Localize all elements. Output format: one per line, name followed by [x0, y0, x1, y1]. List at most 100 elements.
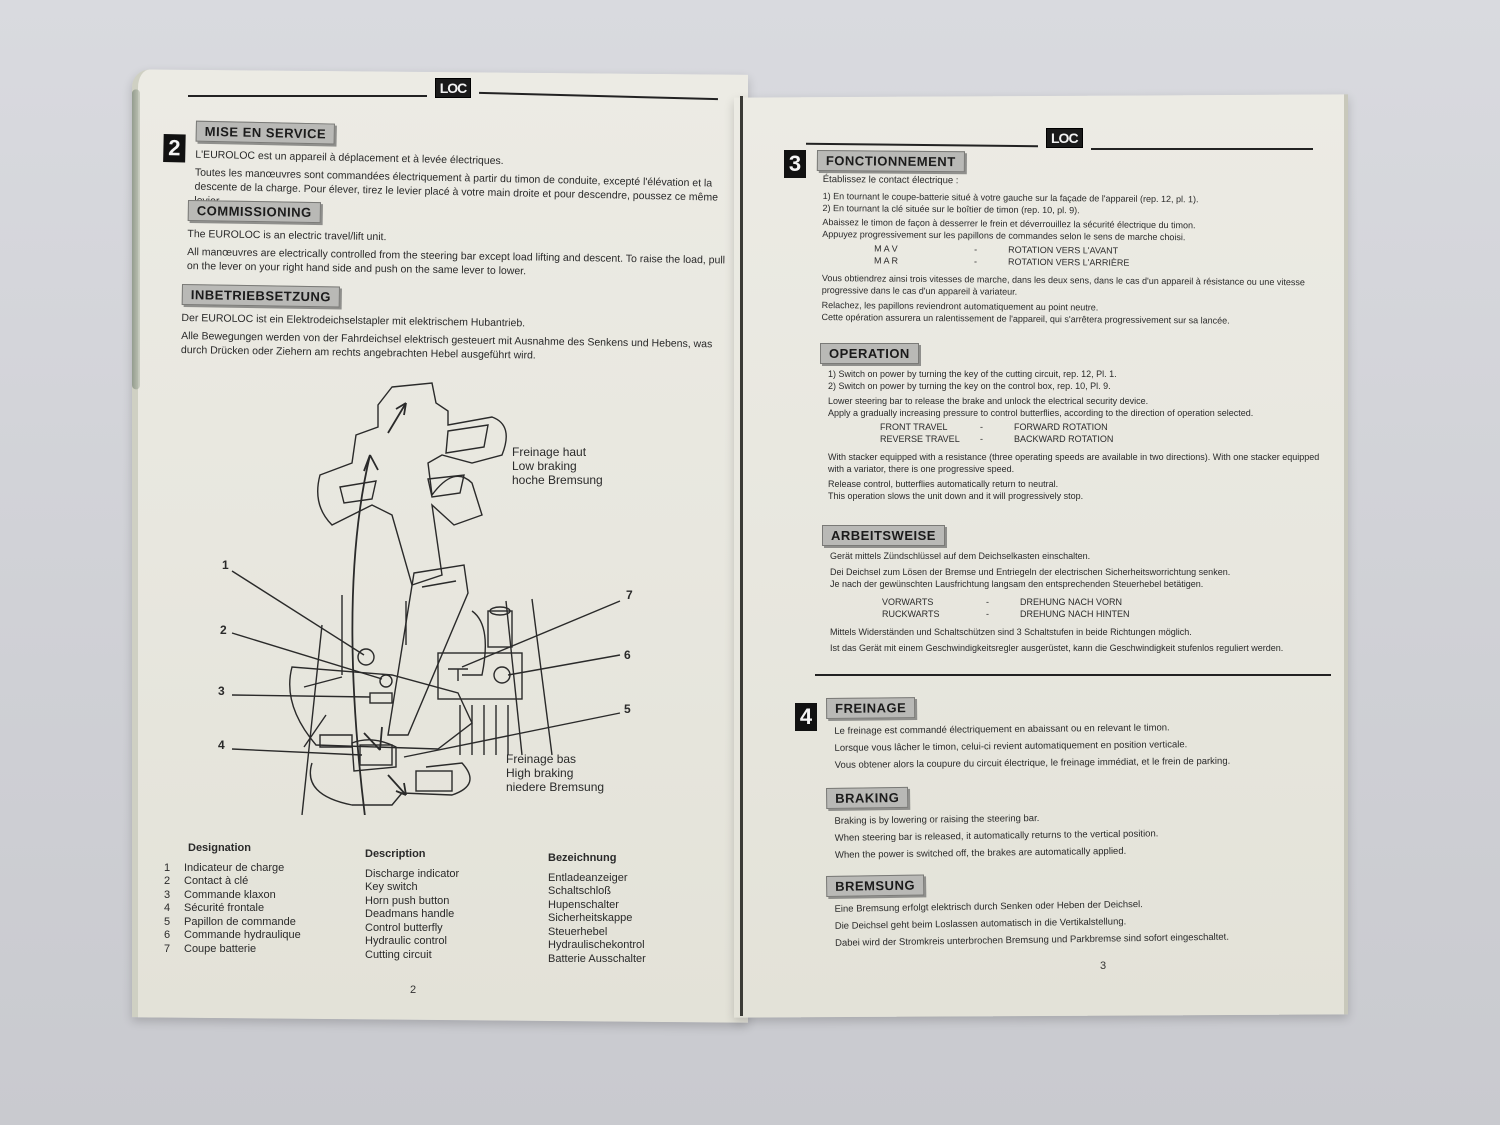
paragraph: Vous obtiendrez ainsi trois vitesses de …	[821, 273, 1305, 297]
label-line: High braking	[506, 766, 574, 780]
section-title: BRAKING	[826, 786, 909, 809]
callout-7: 7	[626, 588, 633, 602]
callout-6: 6	[624, 648, 631, 662]
paragraph-group: With stacker equipped with a resistance …	[828, 451, 1330, 502]
loc-logo: LOC	[434, 78, 472, 98]
direction-table: VORWARTS-DREHUNG NACH VORN RUCKWARTS-DRE…	[882, 596, 1332, 620]
header-rule	[805, 142, 1039, 148]
high-braking-label: Freinage bas High braking niedere Bremsu…	[506, 752, 604, 794]
section-number-badge: 2	[163, 133, 186, 163]
low-braking-label: Freinage haut Low braking hoche Bremsung	[512, 445, 603, 487]
section-number-badge: 4	[795, 703, 817, 731]
step-list: 1) En tournant le coupe-batterie situé à…	[822, 190, 1326, 218]
direction-table: M A V-ROTATION VERS L'AVANT M A R-ROTATI…	[874, 243, 1326, 271]
paragraph-group: Mittels Widerständen und Schaltschützen …	[830, 626, 1332, 654]
paragraph: With stacker equipped with a resistance …	[828, 452, 1320, 474]
paragraph: Gerät mittels Zündschlüssel auf dem Deic…	[830, 551, 1091, 561]
label-line: hoche Bremsung	[512, 473, 603, 487]
legend-cell: Discharge indicator	[365, 867, 460, 880]
legend-cell: Sicherheitskappe	[548, 912, 633, 924]
table-row: RUCKWARTS-DREHUNG NACH HINTEN	[882, 609, 1130, 619]
paragraph: Apply a gradually increasing pressure to…	[828, 408, 1254, 418]
section-title: OPERATION	[820, 343, 919, 364]
label-line: niedere Bremsung	[506, 780, 605, 794]
section-bremsung: BREMSUNG Eine Bremsung erfolgt elektrisc…	[826, 868, 1327, 952]
paragraph-group: Eine Bremsung erfolgt elektrisch durch S…	[834, 893, 1327, 952]
paragraph-group: Braking is by lowering or raising the st…	[834, 806, 1327, 864]
legend-cell: Key switch	[365, 881, 418, 893]
section-title: MISE EN SERVICE	[195, 120, 336, 145]
callout-5: 5	[624, 702, 631, 716]
section-divider	[815, 674, 1331, 676]
paragraph-group: Gerät mittels Zündschlüssel auf dem Deic…	[830, 550, 1332, 590]
paragraph-group: Vous obtiendrez ainsi trois vitesses de …	[821, 272, 1325, 327]
table-row: REVERSE TRAVEL-BACKWARD ROTATION	[880, 434, 1114, 444]
paragraph-group: Le freinage est commandé électriquement …	[834, 718, 1327, 774]
section-title: FREINAGE	[826, 697, 916, 719]
label-line: Freinage bas	[506, 752, 577, 766]
section-title: ARBEITSWEISE	[822, 525, 945, 546]
section-number-badge: 3	[784, 150, 806, 178]
legend-cell: Hydraulischekontrol	[548, 939, 645, 951]
stacker-control-diagram: 1 2 3 4 5 6 7 Freinage haut Low braking …	[192, 375, 662, 896]
paragraph: Lower steering bar to release the brake …	[828, 396, 1149, 406]
table-row: M A R-ROTATION VERS L'ARRIÈRE	[873, 255, 1130, 268]
legend-cell: Cutting circuit	[365, 948, 432, 961]
legend-cell: Schaltschloß	[548, 885, 611, 897]
stacker-illustration	[231, 382, 621, 896]
paragraph: Je nach der gewünschten Lausfrichtung la…	[830, 579, 1204, 589]
legend-cell: Steuerhebel	[548, 925, 608, 938]
legend-cell: Horn push button	[365, 894, 450, 907]
label-line: Freinage haut	[512, 445, 587, 459]
paragraph: Ist das Gerät mit einem Geschwindigkeits…	[830, 643, 1284, 653]
legend-header: Description	[365, 848, 426, 860]
legend-bezeichnung: Bezeichnung Entladeanzeiger Schaltschloß…	[548, 852, 646, 966]
section-arbeitsweise: ARBEITSWEISE Gerät mittels Zündschlüssel…	[822, 525, 1332, 654]
legend-cell: Control butterfly	[365, 921, 443, 934]
step: 1) Switch on power by turning the key of…	[828, 369, 1117, 379]
booklet-spine	[740, 96, 743, 1016]
paragraph: This operation slows the unit down and i…	[828, 491, 1084, 501]
paragraph: Release control, butterflies automatical…	[828, 479, 1059, 489]
section-operation: OPERATION 1) Switch on power by turning …	[820, 343, 1330, 502]
callout-4: 4	[218, 738, 225, 752]
legend-cell: Hupenschalter	[548, 898, 619, 911]
section-title: COMMISSIONING	[187, 200, 321, 224]
section-freinage: FREINAGE Le freinage est commandé électr…	[826, 693, 1327, 774]
legend-header: Bezeichnung	[548, 852, 617, 864]
step: 2) Switch on power by turning the key on…	[828, 381, 1111, 391]
callout-3: 3	[218, 684, 225, 698]
paragraph-group: Abaissez le timon de façon à desserrer l…	[822, 216, 1326, 244]
header-rule	[1090, 148, 1313, 150]
table-row: VORWARTS-DREHUNG NACH VORN	[882, 597, 1123, 607]
callout-1: 1	[222, 558, 229, 572]
section-commissioning: COMMISSIONING The EUROLOC is an electric…	[187, 200, 728, 285]
loc-logo: LOC	[1046, 128, 1083, 148]
step-list: 1) Switch on power by turning the key of…	[828, 368, 1330, 419]
paragraph: Mittels Widerständen und Schaltschützen …	[830, 627, 1192, 637]
section-inbetriebsetzung: INBETRIEBSETZUNG Der EUROLOC ist ein Ele…	[181, 284, 728, 370]
table-row: FRONT TRAVEL-FORWARD ROTATION	[880, 422, 1108, 432]
section-braking: BRAKING Braking is by lowering or raisin…	[826, 781, 1327, 864]
section-fonctionnement: FONCTIONNEMENT Établissez le contact éle…	[815, 150, 1326, 327]
legend-description: Description Discharge indicator Key swit…	[365, 848, 459, 962]
section-title: INBETRIEBSETZUNG	[181, 284, 341, 308]
section-title: FONCTIONNEMENT	[816, 150, 965, 173]
legend-header: Designation	[188, 842, 251, 854]
page-number-left: 2	[410, 984, 417, 996]
right-page-header: LOC	[805, 126, 1316, 150]
header-rule	[188, 95, 427, 97]
callout-2: 2	[220, 623, 227, 637]
paragraph: Établissez le contact électrique :	[822, 174, 959, 187]
left-page-header: LOC	[188, 78, 718, 101]
legend-cell: Entladeanzeiger	[548, 871, 628, 884]
legend-cell: Deadmans handle	[365, 908, 455, 920]
